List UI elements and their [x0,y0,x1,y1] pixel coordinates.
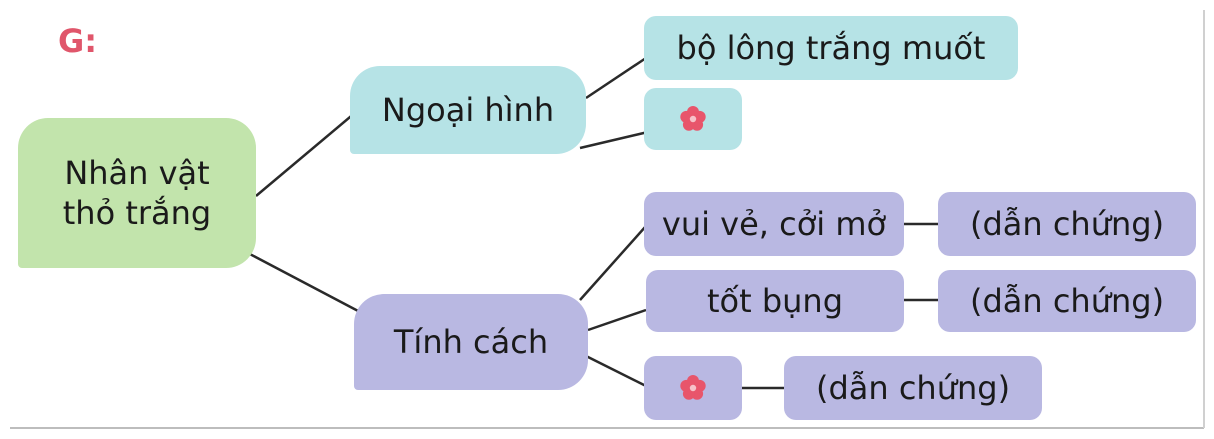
connector-appearance-item1 [585,56,647,100]
evidence-box-1-label: (dẫn chứng) [969,205,1165,243]
connector-personality-item2 [587,308,647,332]
appearance-node-label: Ngoại hình [381,91,555,129]
appearance-item-1: bộ lông trắng muốt [644,16,1018,80]
evidence-box-1: (dẫn chứng) [938,192,1196,256]
connector-root-appearance [255,111,357,197]
personality-node-label: Tính cách [393,323,549,361]
evidence-box-2: (dẫn chứng) [938,270,1196,332]
connector-personality-item3 [585,354,647,388]
appearance-item-1-label: bộ lông trắng muốt [676,29,986,67]
connector-root-personality [245,250,361,314]
evidence-box-2-label: (dẫn chứng) [969,282,1165,320]
evidence-box-3: (dẫn chứng) [784,356,1042,420]
personality-item-1-label: vui vẻ, cởi mở [661,205,887,243]
flower-icon [680,106,706,131]
flower-icon [680,375,706,400]
appearance-item-2 [644,88,742,150]
evidence-box-3-label: (dẫn chứng) [815,369,1011,407]
connector-personality-item1 [579,225,647,301]
personality-node: Tính cách [354,294,588,390]
personality-item-2-label: tốt bụng [706,282,844,320]
connector-appearance-item2 [579,130,649,150]
section-label: G: [58,22,98,60]
root-node-label: Nhân vật thỏ trắng [62,154,212,232]
root-node: Nhân vật thỏ trắng [18,118,256,268]
appearance-node: Ngoại hình [350,66,586,154]
personality-item-3 [644,356,742,420]
personality-item-2: tốt bụng [646,270,904,332]
personality-item-1: vui vẻ, cởi mở [644,192,904,256]
